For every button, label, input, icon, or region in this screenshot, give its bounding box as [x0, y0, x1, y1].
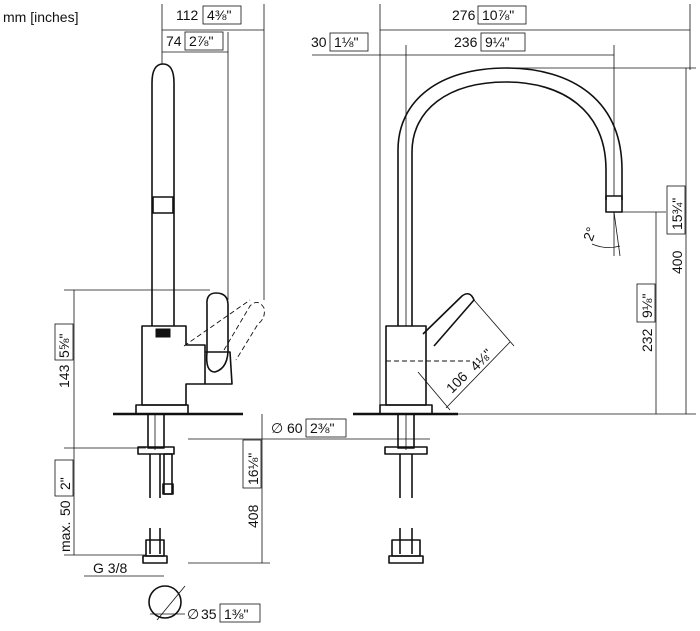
dim-112-mm: 112	[176, 7, 199, 23]
dim-400-mm: 400	[669, 250, 685, 274]
front-nut	[384, 446, 428, 455]
side-lever-base	[205, 351, 233, 385]
dim-112-box	[202, 5, 242, 25]
side-spout-tube	[151, 63, 175, 326]
dim-30-box	[329, 32, 369, 52]
dim-112-inch: 4⅜"	[207, 7, 231, 23]
angle-arc	[591, 243, 621, 248]
ext-106-b	[473, 299, 515, 347]
dim-30-mm: 30	[311, 34, 327, 50]
front-fitting-nut	[388, 555, 424, 564]
hole-circle	[148, 585, 182, 619]
dim-143-box	[54, 323, 74, 361]
dim-35-mm: 35	[201, 606, 217, 622]
dim-143-inch: 5⅝"	[56, 334, 72, 358]
dim-236-box	[480, 32, 526, 52]
dim-408-mm: 408	[245, 504, 261, 528]
dim-106-mm: 106	[443, 368, 471, 396]
dim-74-mm: 74	[166, 33, 182, 49]
dim-236-inch: 9¼"	[485, 34, 509, 50]
dim-30-inch: 1⅛"	[334, 34, 358, 50]
dim-408-inch: 16⅛"	[245, 453, 261, 485]
dim-74-inch: 2⅞"	[189, 33, 213, 49]
dim-50-inch: 2"	[57, 477, 73, 490]
units-label: mm [inches]	[3, 9, 78, 25]
dim-106-inch: 4⅛"	[467, 346, 496, 375]
side-spout-joint	[152, 196, 174, 214]
front-body	[385, 325, 427, 406]
dim-35-prefix: ∅	[187, 606, 199, 622]
side-base-ring	[135, 404, 189, 415]
dim-60-prefix: ∅	[271, 420, 283, 436]
dim-232-inch: 9⅛"	[639, 294, 655, 318]
front-fitting	[391, 539, 421, 557]
ext-106-a	[417, 371, 451, 411]
side-connectors	[142, 528, 168, 564]
front-spout-tip	[605, 195, 623, 213]
dim-60-box	[305, 418, 347, 438]
dim-232-box	[636, 283, 656, 323]
side-rod	[163, 453, 173, 495]
dim-60-mm: 60	[287, 420, 303, 436]
dim-232-mm: 232	[639, 328, 655, 352]
dim-35-box	[219, 603, 261, 623]
angle-line	[613, 211, 621, 257]
side-fitting	[145, 539, 165, 557]
dim-60-inch: 2⅜"	[310, 420, 334, 436]
dim-276-box	[477, 5, 527, 25]
side-fitting-nut	[142, 555, 168, 564]
angle-label: 2°	[580, 225, 600, 243]
side-nut	[137, 446, 175, 455]
side-rod-nut	[162, 483, 174, 495]
side-lever-handle	[205, 292, 229, 373]
side-shank	[147, 413, 165, 449]
front-lever	[422, 292, 475, 347]
side-dimensions: 112 4⅜" 74 2⅞" 143 5⅝" max. 50 2" 408 16…	[54, 4, 270, 623]
dim-400-box	[666, 185, 686, 235]
thread-label: G 3/8	[93, 560, 127, 576]
dim-276-inch: 10⅞"	[482, 7, 514, 23]
dim-143-mm: 143	[56, 364, 72, 388]
dim-50-box	[54, 459, 74, 497]
side-marker	[155, 328, 171, 338]
dim-400-inch: 15¾"	[669, 198, 685, 230]
dim-408-box	[242, 439, 262, 489]
dim-line-106	[445, 341, 511, 409]
dim-50-prefix: max.	[57, 522, 73, 552]
side-view	[113, 63, 265, 621]
side-lever-swing	[223, 302, 265, 361]
dim-50-mm: 50	[57, 500, 73, 516]
side-lever-axis	[183, 299, 251, 347]
dim-276-mm: 276	[452, 7, 476, 23]
front-connectors	[388, 528, 424, 564]
front-base-ring	[379, 404, 433, 415]
dim-236-mm: 236	[454, 34, 478, 50]
side-body	[141, 325, 206, 406]
dim-74-box	[184, 31, 224, 51]
front-spout-inner	[411, 81, 607, 326]
dim-35-inch: 1⅜"	[224, 606, 248, 622]
